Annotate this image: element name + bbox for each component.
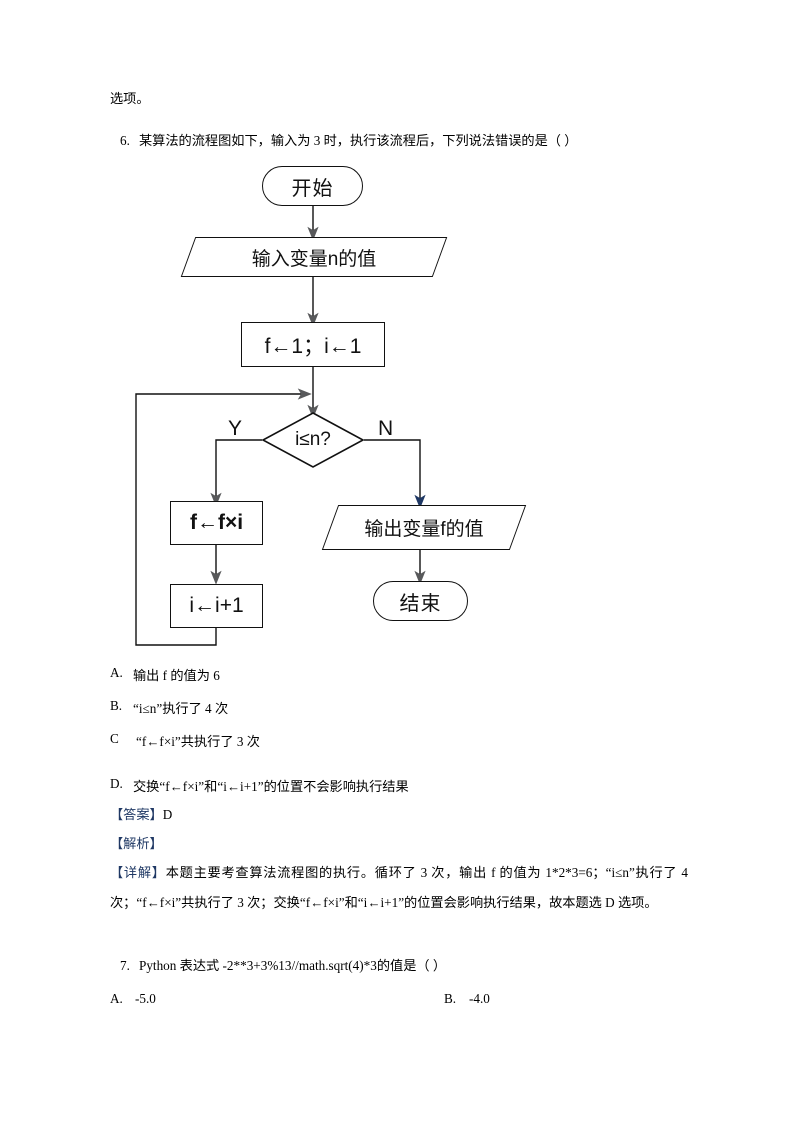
flow-node-start: 开始 [262,166,363,206]
question6-number: 6. [120,133,130,148]
option-d-label: D. [110,776,123,791]
answer-tag-label: 【答案】 [110,807,163,822]
diamond-shape [262,412,364,468]
q7-option-b-label: B. [444,991,457,1006]
option-a-text: 输出 f 的值为 6 [133,668,220,683]
flowchart-connectors [135,206,426,646]
top-text-fragment: 选项。 [110,91,150,106]
q7-option-a-label: A. [110,991,123,1006]
flow-node-end: 结束 [373,581,468,621]
option-b-text: “i≤n”执行了 4 次 [133,701,229,716]
option-b-label: B. [110,698,123,713]
question7-stem: Python 表达式 -2**3+3%13//math.sqrt(4)*3的值是… [139,958,447,973]
flow-node-input: 输入变量n的值 [180,237,448,277]
analysis-tag: 【解析】 [110,836,163,851]
flow-node-init: f←1；i←1 [241,322,385,367]
flow-node-increment: i←i+1 [170,584,263,628]
flow-node-input-label: 输入变量n的值 [251,248,377,270]
q7-option-b-text: -4.0 [469,991,490,1006]
flow-node-output-label: 输出变量f的值 [364,519,484,540]
detail-paragraph: 【详解】本题主要考查算法流程图的执行。循环了 3 次，输出 f 的值为 1*2*… [110,858,688,918]
flowchart: 开始 输入变量n的值 f←1；i←1 i≤n? Y N f←f×i i←i+1 … [0,150,794,650]
question6-stem: 某算法的流程图如下，输入为 3 时，执行该流程后，下列说法错误的是（ ） [139,133,578,148]
option-c-label: C [110,731,119,746]
detail-text: 本题主要考查算法流程图的执行。循环了 3 次，输出 f 的值为 1*2*3=6；… [110,865,688,910]
option-a-label: A. [110,665,123,680]
question7-number: 7. [120,958,130,973]
q7-option-a-text: -5.0 [135,991,156,1006]
flow-node-multiply: f←f×i [170,501,263,545]
option-c-text: “f←f×i”共执行了 3 次 [136,734,260,749]
branch-label-yes: Y [228,417,243,440]
option-d-text: 交换“f←f×i”和“i←i+1”的位置不会影响执行结果 [133,779,409,794]
flow-node-condition: i≤n? [262,412,364,468]
flow-node-output: 输出变量f的值 [321,505,527,550]
detail-tag: 【详解】 [110,865,166,880]
answer-value: D [162,807,173,822]
answer-tag: 【答案】D [110,804,172,823]
branch-label-no: N [378,417,394,440]
flow-node-condition-label: i≤n? [295,429,331,450]
